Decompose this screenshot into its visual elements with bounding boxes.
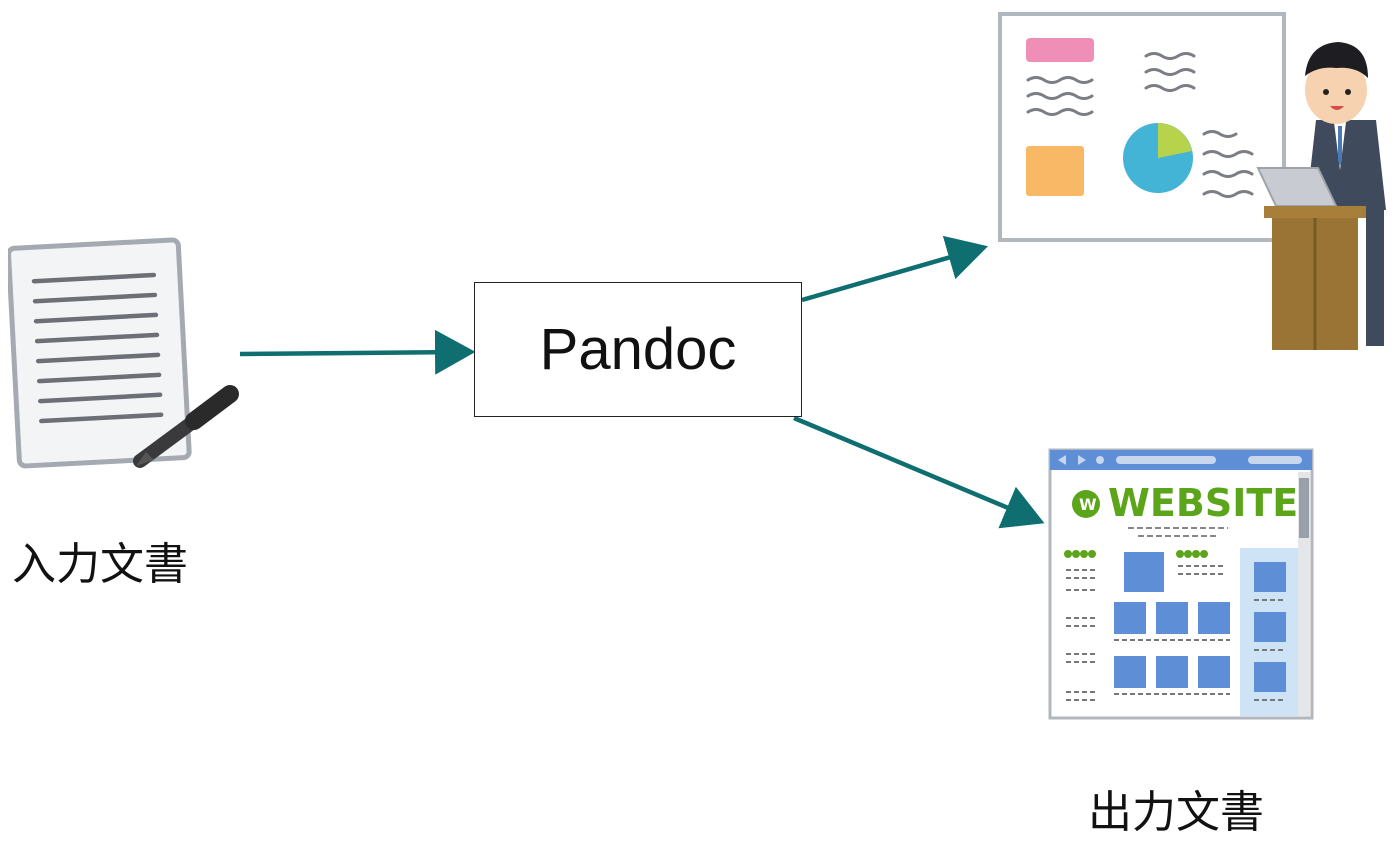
input-label: 入力文書 bbox=[12, 539, 188, 590]
pandoc-box: Pandoc bbox=[474, 282, 802, 417]
website-window-icon: W WEBSITE bbox=[1048, 448, 1314, 720]
document-icon bbox=[8, 237, 239, 469]
presentation-board-icon bbox=[998, 12, 1386, 350]
arrow-pandoc-to-website bbox=[793, 415, 1045, 529]
website-logo-letter: W bbox=[1079, 495, 1097, 514]
pandoc-label: Pandoc bbox=[539, 317, 737, 382]
website-banner: WEBSITE bbox=[1108, 481, 1298, 525]
arrow-input-to-pandoc bbox=[239, 329, 476, 375]
pen-icon bbox=[133, 385, 239, 468]
output-label: 出力文書 bbox=[1088, 787, 1264, 838]
podium-icon bbox=[1264, 206, 1384, 350]
arrow-pandoc-to-slides bbox=[801, 235, 988, 303]
